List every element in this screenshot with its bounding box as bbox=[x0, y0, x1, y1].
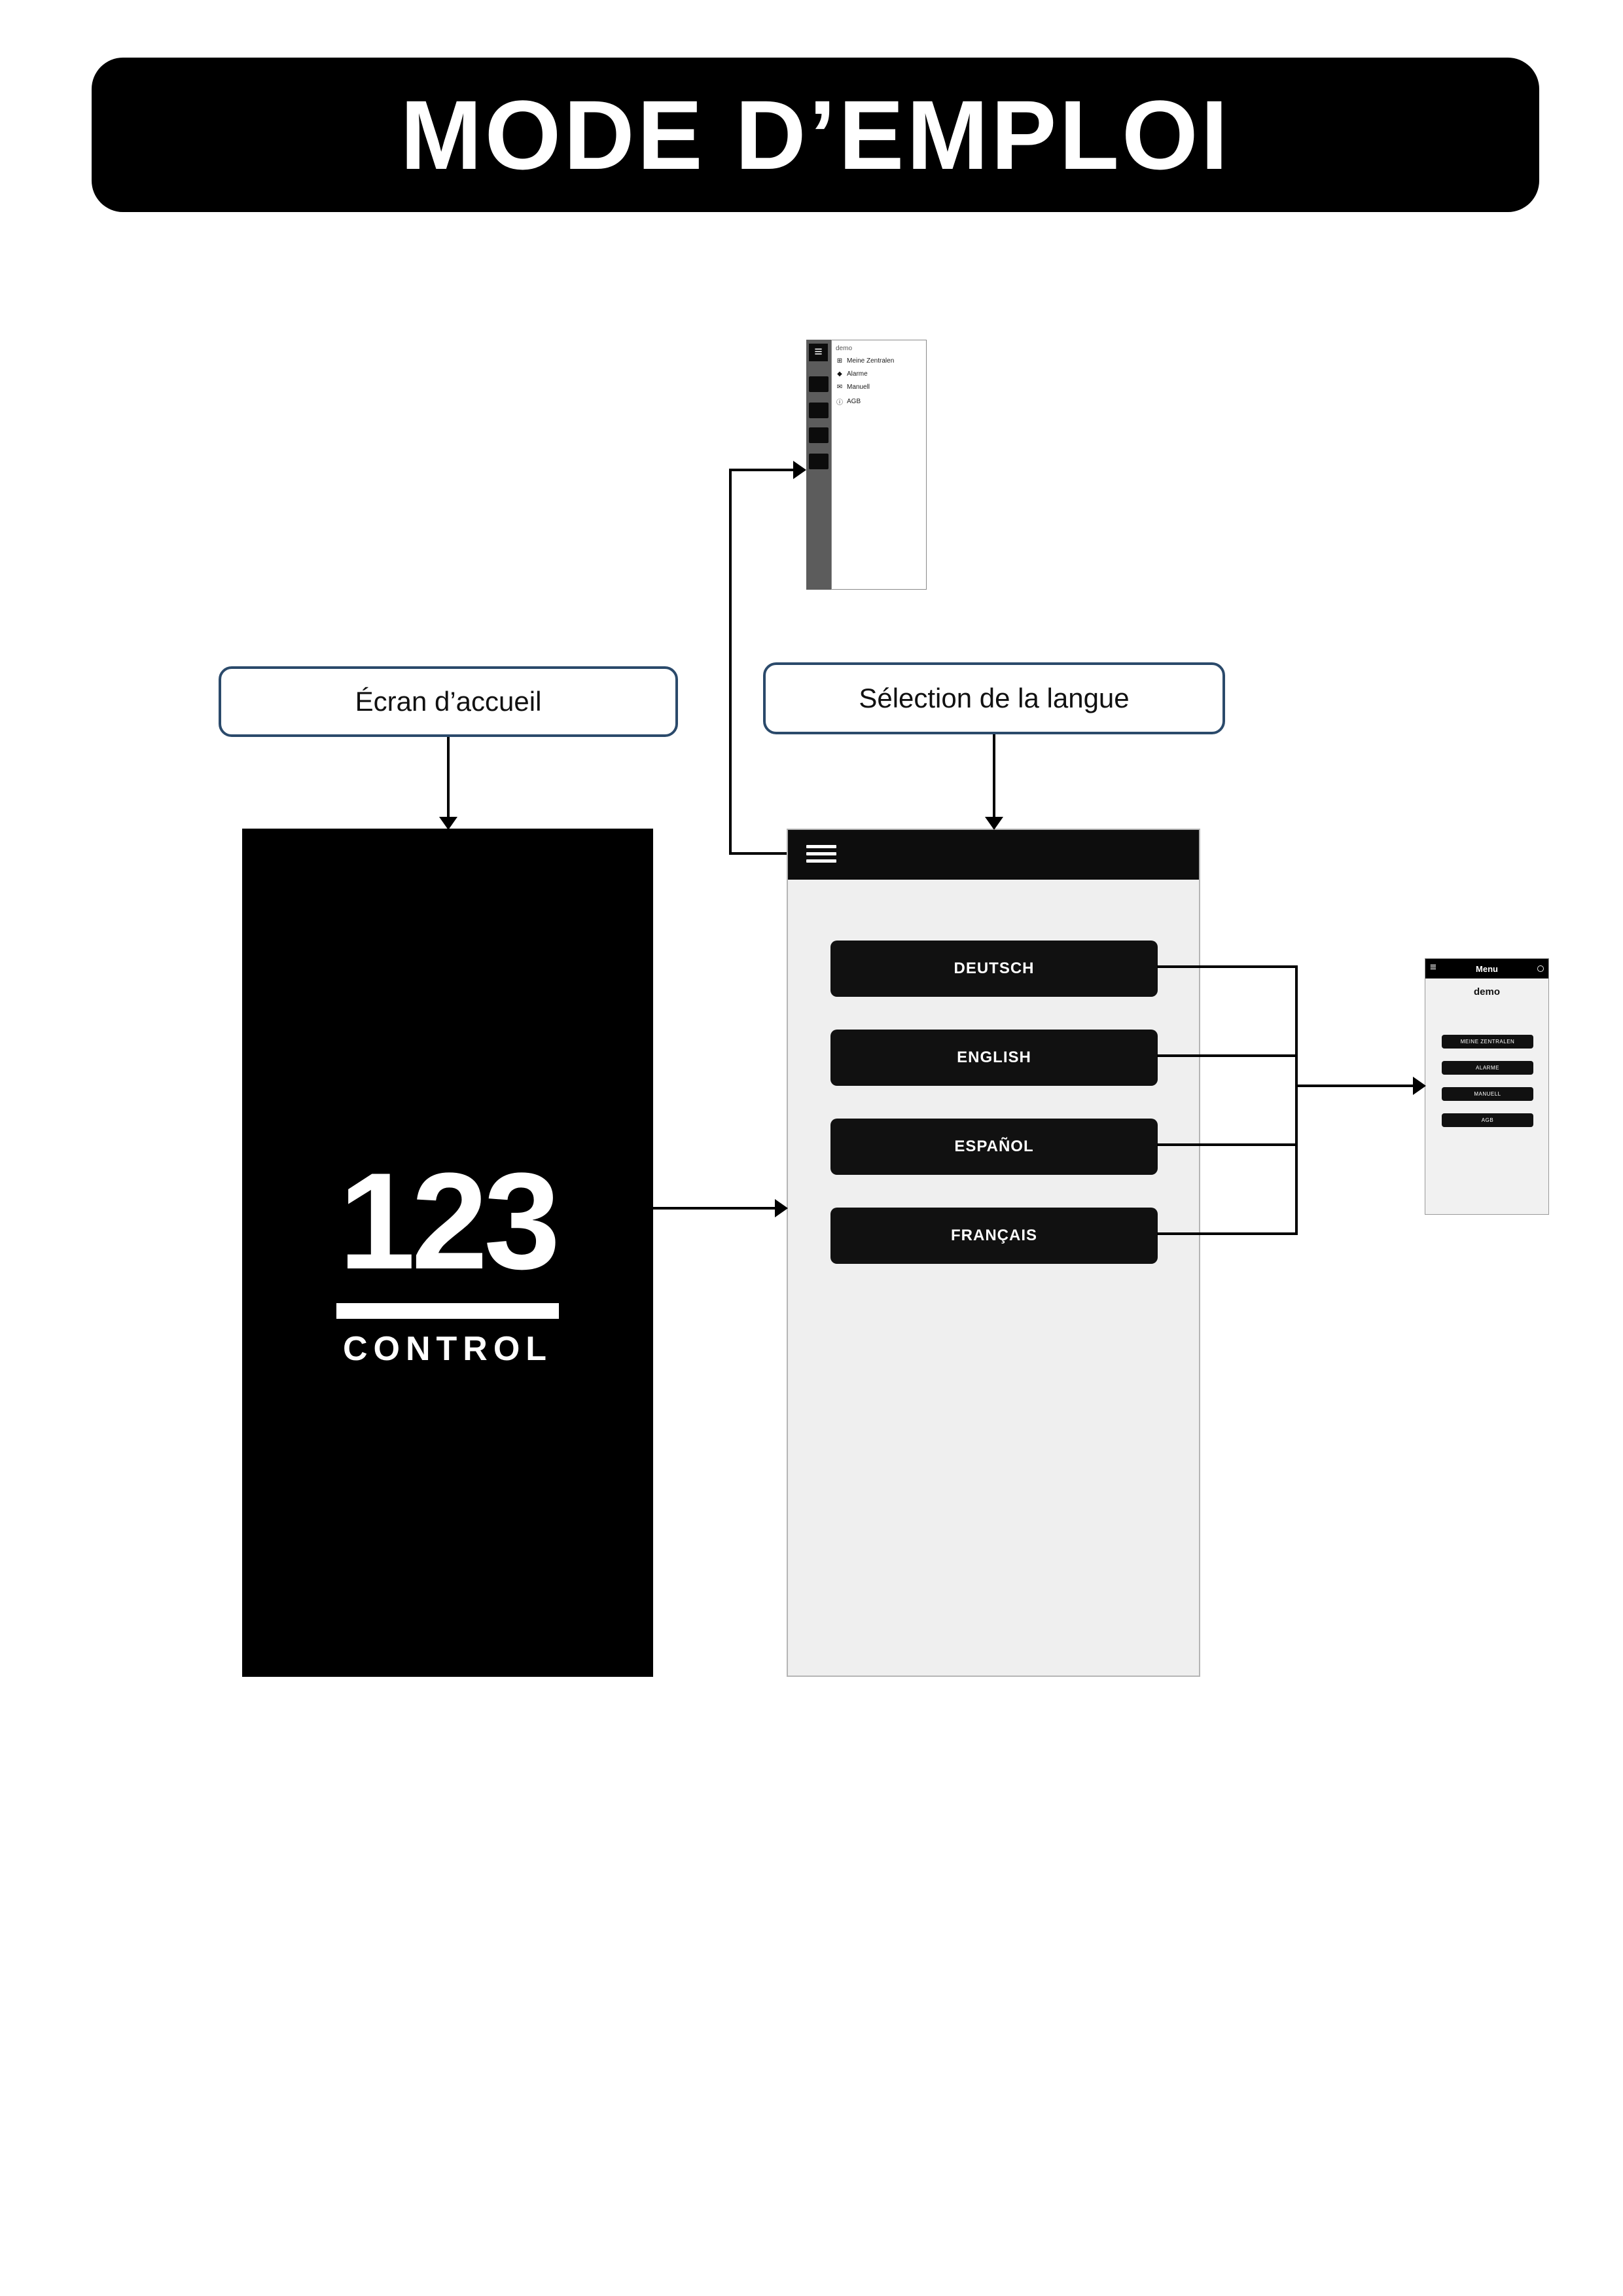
hamburger-icon[interactable] bbox=[806, 845, 836, 865]
background-button bbox=[809, 454, 829, 469]
drawer-item[interactable]: ✉ Manuell bbox=[836, 384, 922, 391]
background-button bbox=[809, 427, 829, 443]
top-app-bar bbox=[788, 830, 1199, 880]
drawer-item-label: Manuell bbox=[847, 384, 870, 391]
hamburger-icon[interactable]: ≡ bbox=[809, 344, 828, 361]
menu-top-bar: ≡ Menu bbox=[1425, 959, 1548, 978]
info-icon: ⓘ bbox=[836, 399, 843, 406]
menu-button-1[interactable]: MEINE ZENTRALEN bbox=[1442, 1035, 1533, 1049]
drawer-item-label: Meine Zentralen bbox=[847, 357, 895, 365]
drawer-item[interactable]: ⓘ AGB bbox=[836, 397, 922, 406]
bell-icon: ◆ bbox=[837, 370, 842, 378]
drawer-item-label: Alarme bbox=[847, 370, 868, 378]
drawer-item[interactable]: ◆ Alarme bbox=[836, 370, 922, 378]
home-screen-phone: 123 CONTROL bbox=[242, 829, 653, 1677]
drawer-item-label: AGB bbox=[847, 398, 861, 405]
language-button-francais[interactable]: FRANÇAIS bbox=[830, 1208, 1158, 1264]
callout-home-label: Écran d’accueil bbox=[355, 686, 542, 717]
callout-language-label: Sélection de la langue bbox=[859, 683, 1130, 713]
logo-number: 123 bbox=[338, 1144, 560, 1298]
language-button-espanol[interactable]: ESPAÑOL bbox=[830, 1119, 1158, 1175]
drawer-dimmed-background: ≡ bbox=[806, 340, 831, 590]
drawer-panel: demo ⊞ Meine Zentralen ◆ Alarme ✉ Manuel… bbox=[831, 340, 927, 590]
menu-button-3[interactable]: MANUELL bbox=[1442, 1087, 1533, 1101]
logo-divider-bar bbox=[336, 1303, 559, 1319]
background-button bbox=[809, 376, 829, 392]
menu-account-label: demo bbox=[1473, 986, 1500, 997]
menu-button-4[interactable]: AGB bbox=[1442, 1113, 1533, 1127]
mail-icon: ✉ bbox=[836, 384, 843, 391]
drawer-account-label: demo bbox=[836, 345, 853, 352]
logo-text: CONTROL bbox=[342, 1330, 553, 1368]
callout-language-selection: Sélection de la langue bbox=[763, 662, 1225, 734]
drawer-screenshot: ≡ demo ⊞ Meine Zentralen ◆ Alarme ✉ Manu… bbox=[806, 340, 927, 590]
page-title: MODE D’EMPLOI bbox=[400, 79, 1231, 190]
hamburger-icon[interactable]: ≡ bbox=[1430, 961, 1436, 973]
app-logo: 123 CONTROL bbox=[242, 1153, 653, 1369]
callout-home-screen: Écran d’accueil bbox=[219, 666, 678, 737]
grid-icon: ⊞ bbox=[836, 357, 843, 365]
background-button bbox=[809, 403, 829, 418]
language-selection-phone: DEUTSCH ENGLISH ESPAÑOL FRANÇAIS bbox=[787, 829, 1200, 1677]
menu-button-2[interactable]: ALARME bbox=[1442, 1061, 1533, 1075]
menu-title: Menu bbox=[1476, 963, 1498, 974]
language-button-deutsch[interactable]: DEUTSCH bbox=[830, 941, 1158, 997]
language-button-english[interactable]: ENGLISH bbox=[830, 1030, 1158, 1086]
menu-screen-phone: ≡ Menu demo MEINE ZENTRALEN ALARME MANUE… bbox=[1425, 958, 1549, 1215]
profile-icon[interactable] bbox=[1537, 965, 1544, 972]
title-banner: MODE D’EMPLOI bbox=[92, 58, 1539, 212]
drawer-item[interactable]: ⊞ Meine Zentralen bbox=[836, 357, 922, 365]
